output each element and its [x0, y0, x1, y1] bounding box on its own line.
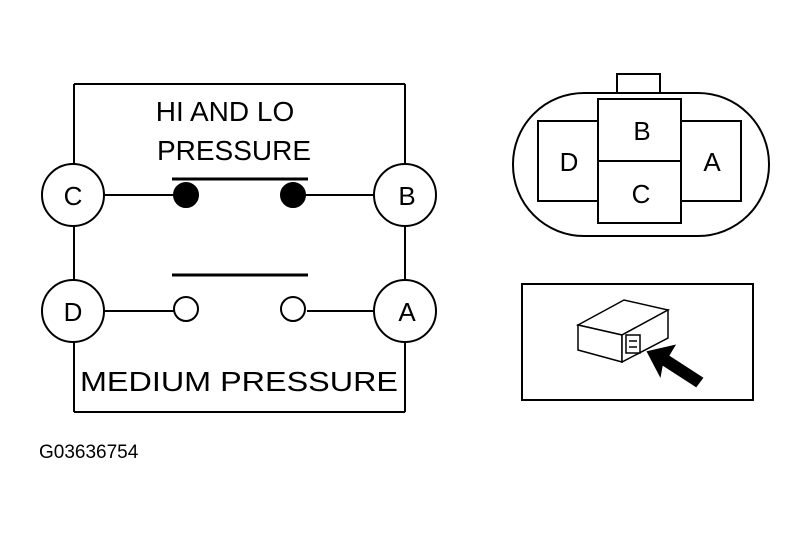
pin-c-label: C [632, 179, 651, 209]
hi-lo-contact-left [173, 182, 199, 208]
pin-b-label: B [633, 116, 650, 146]
pin-d-label: D [560, 147, 579, 177]
switch-schematic [41, 83, 437, 413]
hi-lo-contact-right [280, 182, 306, 208]
pin-a-cavity [680, 120, 742, 202]
locator-arrow-icon [646, 344, 704, 388]
terminal-d [41, 279, 105, 343]
terminal-a-label: A [398, 297, 416, 327]
figure-id: G03636754 [39, 442, 139, 463]
medium-contact-left [173, 296, 199, 322]
component-view [521, 283, 754, 401]
switch-block-connector [625, 334, 641, 354]
hi-lo-label-line2: PRESSURE [157, 135, 311, 166]
medium-contact-right [280, 296, 306, 322]
hi-lo-label-line1: HI AND LO [156, 96, 294, 127]
terminal-b-label: B [398, 181, 415, 211]
pin-d-cavity [537, 120, 601, 202]
pin-a-label: A [703, 147, 721, 177]
switch-block-icon [575, 299, 671, 364]
connector-face [512, 73, 770, 237]
terminal-d-label: D [64, 297, 83, 327]
medium-pressure-label: MEDIUM PRESSURE [80, 366, 398, 397]
terminal-b [373, 163, 437, 227]
terminal-c-label: C [64, 181, 83, 211]
terminal-a [373, 279, 437, 343]
terminal-c [41, 163, 105, 227]
